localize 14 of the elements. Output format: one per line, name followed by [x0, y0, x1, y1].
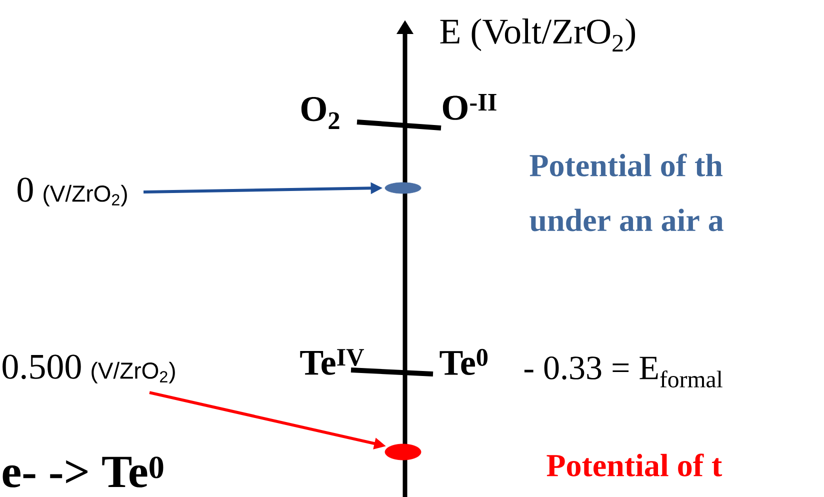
potential-dot — [384, 182, 422, 194]
potential-dot — [384, 444, 422, 460]
species-label: O$_{2}$ — [301, 97, 340, 129]
annotation-text: under an air a — [530, 208, 724, 232]
species-label: Te$^{IV}$ — [300, 349, 364, 375]
value-label: 0.500 (V/ZrO$_{2}$) — [2, 354, 175, 384]
axis-label: E (Volt/ZrO$_{2}$) — [440, 18, 636, 52]
annotation-text: Potential of t — [546, 454, 722, 476]
reaction-text: e- -> Te$^{0}$ — [2, 456, 164, 488]
species-label: Te$^{0}$ — [440, 348, 488, 376]
potential-label: - 0.33 = E$_{formal}$ — [524, 356, 722, 388]
value-label: 0 (V/ZrO$_{2}$) — [18, 178, 127, 206]
species-label: O$^{-II}$ — [442, 94, 496, 120]
annotation-text: Potential of th — [530, 154, 722, 176]
